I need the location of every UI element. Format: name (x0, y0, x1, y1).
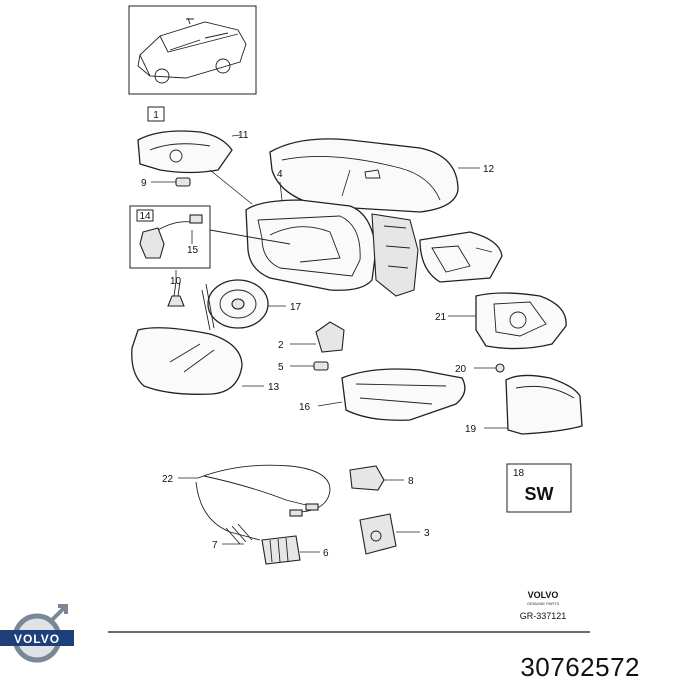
part-2-bracket: 2 (278, 321, 345, 353)
part-11-turn-signal: 11 (137, 130, 253, 205)
genuine-sub: GENUINE PARTS (527, 601, 560, 606)
callout-17: 17 (290, 302, 302, 313)
part-17-drive-motor: 17 (201, 279, 302, 331)
callout-14: 14 (139, 211, 151, 222)
callout-7: 7 (212, 540, 218, 551)
callout-11: 11 (238, 130, 249, 141)
part-19-mirror-base: 19 (465, 374, 583, 435)
callout-5: 5 (278, 362, 284, 373)
figure-box-1: 1 (147, 106, 165, 122)
part-5-puddle-bulb: 5 (278, 361, 329, 373)
part-21-glass-actuator: 21 (435, 292, 567, 350)
callout-3: 3 (424, 528, 430, 539)
part-12-mirror-cover: 12 (269, 138, 495, 213)
part-20-nut: 20 (455, 363, 505, 375)
part-16-lower-cover: 16 (299, 368, 466, 421)
part-number: 30762572 (520, 652, 640, 682)
genuine-parts-mark: VOLVO GENUINE PARTS GR-337121 (520, 590, 567, 621)
callout-10: 10 (170, 276, 182, 287)
callout-20: 20 (455, 364, 467, 375)
part-22-wiring-harness: 22 (162, 464, 331, 545)
part-3-switch: 3 (359, 513, 430, 555)
callout-15: 15 (187, 245, 199, 256)
callout-16: 16 (299, 402, 311, 413)
callout-2: 2 (278, 340, 284, 351)
part-18-sw-box: 18 SW (506, 463, 572, 513)
part-8-clip: 8 (349, 465, 414, 491)
part-4-mirror-housing: 4 (245, 169, 419, 297)
drawing-code: GR-337121 (520, 611, 567, 621)
part-6-connector: 6 (261, 535, 329, 565)
mirror-motor-assembly (419, 231, 503, 283)
callout-19: 19 (465, 424, 477, 435)
part-7-terminal: 7 (212, 540, 244, 551)
callout-4: 4 (277, 169, 283, 180)
part-14-15-wiring-box: 14 15 (129, 205, 291, 269)
callout-8: 8 (408, 476, 414, 487)
callout-18: 18 (513, 468, 525, 479)
callout-9: 9 (141, 178, 147, 189)
logo-wordmark: VOLVO (14, 632, 60, 646)
part-13-mirror-glass: 13 (131, 327, 280, 395)
figure-box-1-label: 1 (153, 110, 159, 121)
volvo-logo: VOLVO (0, 604, 74, 663)
callout-21: 21 (435, 312, 447, 323)
genuine-brand: VOLVO (528, 590, 559, 600)
callout-13: 13 (268, 382, 280, 393)
sw-label: SW (525, 484, 554, 504)
vehicle-thumbnail (128, 5, 257, 95)
callout-12: 12 (483, 164, 495, 175)
part-10-screw: 10 (167, 270, 185, 307)
callout-6: 6 (323, 548, 329, 559)
callout-22: 22 (162, 474, 174, 485)
part-9-bulb: 9 (141, 177, 191, 189)
